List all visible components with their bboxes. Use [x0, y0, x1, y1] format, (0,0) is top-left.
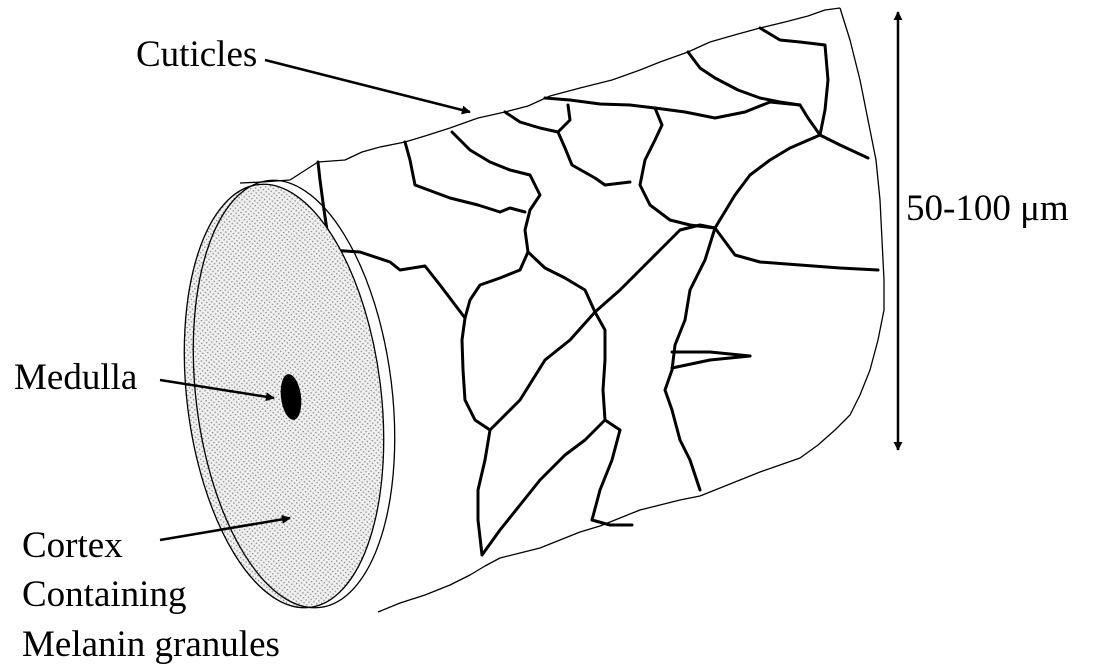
diameter-scale-label: 50-100 μm — [906, 190, 1069, 227]
cuticle-scale-boundaries — [318, 28, 878, 555]
medulla-label: Medulla — [14, 359, 137, 396]
cortex-label-line-1: Cortex — [22, 527, 123, 564]
cortex-label-line-3: Melanin granules — [22, 626, 280, 663]
cortex-label-line-2: Containing — [22, 576, 186, 613]
cuticles-arrow — [265, 60, 470, 112]
cuticles-label: Cuticles — [136, 36, 257, 73]
